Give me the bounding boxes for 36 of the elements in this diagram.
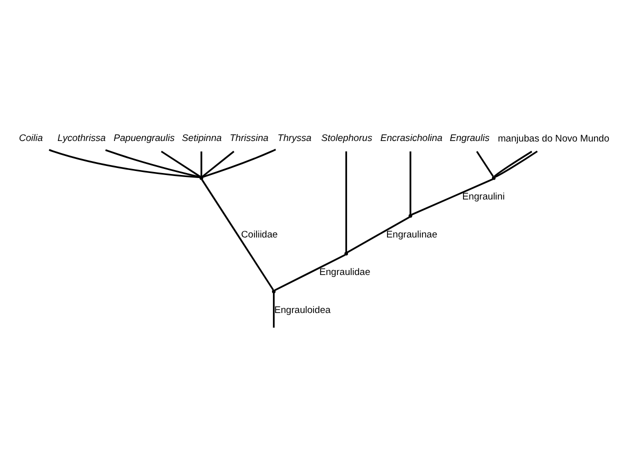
edge-label: Engraulini (462, 192, 505, 203)
connector (202, 148, 276, 178)
connector (105, 149, 200, 178)
edge-label: Engraulidae (319, 267, 370, 278)
connector (494, 150, 538, 178)
connector (272, 292, 275, 328)
edge-label: Engraulinae (386, 229, 438, 240)
node-text: Stolephorus (321, 132, 372, 144)
connector (411, 178, 494, 216)
connector (274, 254, 346, 292)
connector (202, 150, 234, 178)
connector (345, 151, 348, 252)
connector (200, 151, 202, 176)
node-point (492, 176, 496, 180)
connector (476, 151, 494, 177)
connector (410, 151, 412, 214)
node-text: Encrasicholina (380, 132, 442, 144)
node-point (344, 252, 348, 256)
connector (201, 179, 274, 290)
node-text: Setipinna (182, 132, 222, 144)
node-text: Lycothrissa (58, 132, 106, 144)
node-text: manjubas do Novo Mundo (498, 134, 610, 145)
edge-label: Engrauloidea (274, 304, 331, 316)
node-text: Engraulis (450, 132, 490, 144)
node-point (408, 214, 412, 218)
connector (160, 150, 201, 178)
connector (346, 216, 410, 254)
node-text: Thrissina (230, 132, 268, 144)
node-point (200, 176, 204, 180)
node-point (272, 290, 276, 294)
edge-label: Coiliidae (241, 229, 278, 240)
connector (48, 149, 200, 178)
connector (494, 150, 532, 178)
node-text: Thryssa (278, 132, 312, 144)
node-text: Papuengraulis (114, 132, 175, 144)
node-text: Coilia (18, 132, 43, 144)
